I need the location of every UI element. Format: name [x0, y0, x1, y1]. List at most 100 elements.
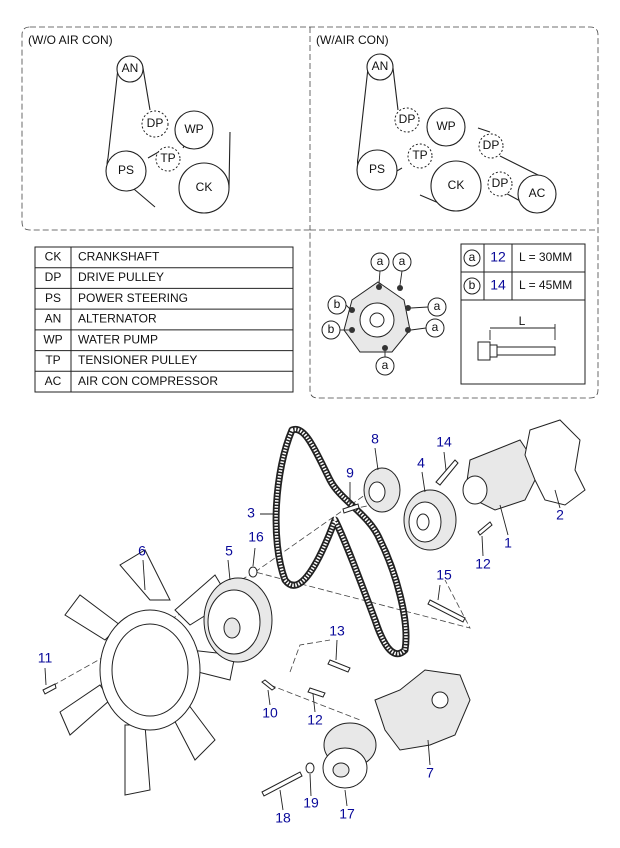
- leader: [252, 547, 256, 567]
- pulley-wp-ac: [426, 107, 466, 147]
- drive-belt: [272, 425, 410, 658]
- pulley-an-label: AN: [122, 61, 139, 75]
- leader: [312, 693, 316, 713]
- bracket-hole: [431, 691, 449, 709]
- wp-pulley-hub: [416, 513, 430, 531]
- water-pump-pulley: [403, 489, 457, 551]
- leader: [44, 667, 47, 686]
- drive-belt-ribs: [274, 427, 408, 656]
- callout-9: 9: [346, 465, 354, 481]
- cooling-fan: [59, 549, 236, 796]
- callout-7: 7: [426, 765, 434, 781]
- legend-name: AIR CON COMPRESSOR: [78, 374, 218, 388]
- marker-a-text: a: [377, 254, 384, 268]
- callout-15: 15: [436, 567, 452, 583]
- leader: [554, 489, 561, 509]
- pulley-an-ac: [366, 53, 394, 81]
- pulley-dp2-ac: [478, 133, 504, 159]
- bolt-13: [327, 659, 351, 673]
- legend-frame: [34, 246, 294, 393]
- marker-leader: [410, 306, 429, 309]
- pulley-dp3-ac: [487, 171, 513, 197]
- marker-b-text: b: [334, 297, 341, 311]
- callout-6: 6: [138, 543, 146, 559]
- pulley-an: [116, 55, 144, 83]
- pulley-tp-ac: [407, 143, 433, 169]
- bolt-mark-b-text: b: [469, 278, 476, 292]
- marker-leader: [378, 270, 381, 285]
- assembly-line: [289, 639, 331, 673]
- marker-leader: [399, 270, 403, 286]
- marker-b-text: b: [328, 322, 335, 336]
- legend-code: WP: [43, 332, 62, 346]
- pump-gasket: [524, 419, 586, 506]
- bolt-shank: [496, 346, 556, 356]
- wo-aircon-title: (W/O AIR CON): [28, 33, 113, 47]
- leader: [421, 471, 426, 493]
- bolt-9: [342, 503, 360, 514]
- assembly-line: [269, 684, 361, 721]
- callout-12-upper: 12: [475, 556, 491, 572]
- legend-name: ALTERNATOR: [78, 312, 157, 326]
- callout-2: 2: [556, 507, 564, 523]
- wo-aircon-diagram: (W/O AIR CON) AN DP WP PS TP CK: [28, 33, 231, 214]
- leader: [267, 689, 271, 706]
- bolt-table-frame: [460, 243, 586, 385]
- bolt-spec-table: a 12 L = 30MM b 14 L = 45MM L: [460, 243, 586, 385]
- bracket-body: [374, 669, 471, 751]
- leader: [279, 789, 284, 811]
- pulley-tp-label: TP: [160, 151, 175, 165]
- legend-code: DP: [45, 270, 62, 284]
- callout-3: 3: [247, 505, 255, 521]
- pulley-dp: [141, 110, 169, 138]
- bolt-14: [435, 459, 459, 486]
- leader: [374, 447, 379, 471]
- pulley-ps-ac-label: PS: [369, 162, 385, 176]
- leader: [427, 739, 431, 766]
- pulley-dp-label: DP: [147, 116, 164, 130]
- leader: [227, 559, 231, 581]
- callout-10: 10: [262, 705, 278, 721]
- fan-blade: [119, 549, 171, 601]
- pulley-ac-ac-label: AC: [529, 186, 546, 200]
- callout-13: 13: [329, 623, 345, 639]
- callout-17: 17: [339, 806, 355, 822]
- leader: [344, 789, 348, 807]
- callout-14: 14: [436, 434, 452, 450]
- pulley-dp1-ac: [394, 107, 420, 133]
- belt-bracket: [374, 669, 471, 751]
- washer-19: [305, 762, 315, 774]
- bolt-hole: [405, 327, 411, 333]
- bolt-hole: [397, 285, 403, 291]
- bolt-mark-a-text: a: [469, 250, 476, 264]
- bolt-dim-label: L: [519, 314, 526, 328]
- marker-leader: [345, 304, 351, 310]
- callout-5: 5: [225, 543, 233, 559]
- fan-hub: [111, 623, 189, 717]
- marker-a-text: a: [434, 299, 441, 313]
- legend-name: CRANKSHAFT: [78, 250, 160, 264]
- bolt-hole: [405, 305, 411, 311]
- legend-name: POWER STEERING: [78, 291, 188, 305]
- bolt-11: [42, 683, 57, 695]
- bolt-mark-a: [463, 249, 481, 267]
- callout-4: 4: [417, 455, 425, 471]
- bolt-flange: [489, 344, 498, 358]
- callout-12-lower: 12: [307, 712, 323, 728]
- legend-code: TP: [45, 353, 60, 367]
- callout-18: 18: [275, 810, 291, 826]
- pulley-tp: [155, 146, 181, 172]
- pulley-wp-label: WP: [184, 122, 203, 136]
- fan-blade: [124, 724, 151, 796]
- bolt-part-14: 14: [490, 277, 506, 293]
- legend-name: WATER PUMP: [78, 332, 158, 346]
- bolt-head: [477, 341, 491, 361]
- pulley-dp1-ac-label: DP: [399, 112, 416, 126]
- legend-name: DRIVE PULLEY: [78, 270, 164, 284]
- bolt-part-12: 12: [490, 249, 506, 265]
- idler-center: [368, 481, 386, 503]
- leader: [499, 504, 509, 536]
